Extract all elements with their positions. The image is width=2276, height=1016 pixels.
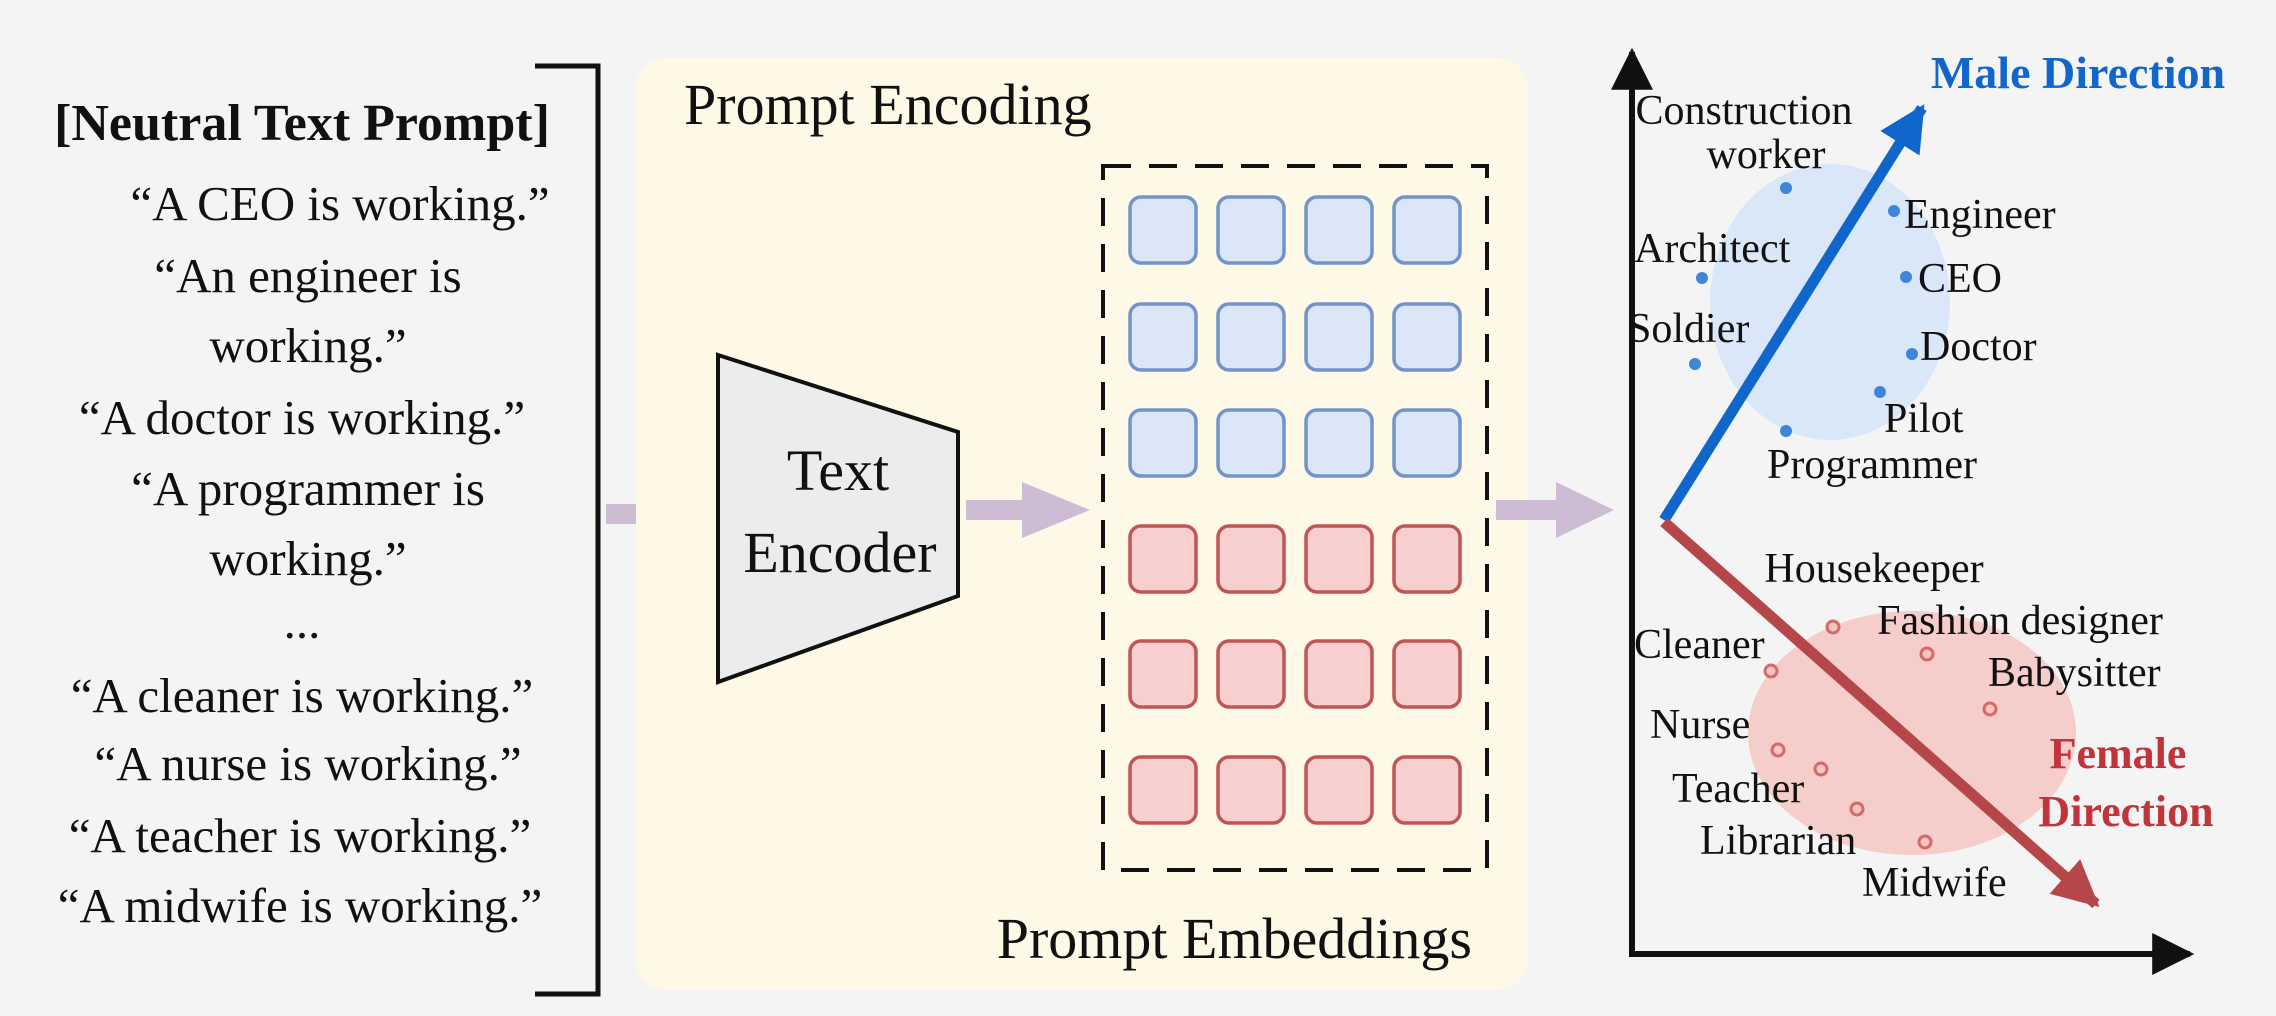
connector-arrow-embeddings-to-space [1496,482,1614,538]
male-direction-label: Male Direction [1931,47,2225,98]
male-embedding-cell [1216,408,1286,478]
point-midwife [1917,834,1933,850]
label-teacher: Teacher [1672,766,1804,812]
female-embedding-cell [1304,524,1374,594]
point-pilot [1874,386,1886,398]
prompt-encoding-title: Prompt Encoding [684,72,1092,137]
prompt-list: [Neutral Text Prompt] “A CEO is working.… [54,95,550,933]
male-embedding-cell [1304,408,1374,478]
female-direction-label-line2: Direction [2038,787,2213,836]
prompt-line-3: working.” [209,318,406,373]
female-embedding-cell [1392,524,1462,594]
prompt-embeddings-label: Prompt Embeddings [997,906,1472,971]
female-points [1763,619,1998,850]
prompt-line-7: “A cleaner is working.” [71,668,534,723]
label-pilot: Pilot [1884,396,1964,442]
label-programmer: Programmer [1767,442,1977,488]
label-ceo: CEO [1918,256,2002,302]
point-cleaner [1763,663,1779,679]
prompt-line-6: working.” [209,531,406,586]
label-housekeeper: Housekeeper [1764,546,1983,592]
point-soldier [1689,358,1701,370]
male-embedding-cell [1216,195,1286,265]
female-embedding-cell [1216,755,1286,825]
female-embedding-cell [1128,524,1198,594]
label-librarian: Librarian [1700,818,1856,864]
male-cluster [1710,164,1950,440]
prompt-line-1: “A CEO is working.” [130,176,549,231]
embedding-grid [1128,195,1462,825]
label-soldier: Soldier [1628,306,1749,352]
female-direction-label-line1: Female [2050,729,2187,778]
label-engineer: Engineer [1904,192,2056,238]
label-babysitter: Babysitter [1988,650,2161,696]
point-housekeeper [1825,619,1841,635]
point-construction-worker [1780,182,1792,194]
male-embedding-cell [1304,195,1374,265]
female-embedding-cell [1392,755,1462,825]
male-labels: Construction worker Engineer Architect C… [1628,88,2056,488]
male-embedding-cell [1392,408,1462,478]
point-teacher [1813,761,1829,777]
prompt-line-2: “An engineer is [154,248,462,303]
female-embedding-cell [1216,524,1286,594]
embeddings-box [1101,164,1489,872]
point-librarian [1849,801,1865,817]
label-doctor: Doctor [1920,324,2037,370]
label-architect: Architect [1634,226,1791,272]
male-direction-arrow [1659,104,1927,523]
male-embedding-cell [1304,302,1374,372]
prompt-line-10: “A midwife is working.” [58,878,542,933]
prompt-line-9: “A teacher is working.” [69,808,532,863]
point-fashion-designer [1919,646,1935,662]
female-embedding-cell [1128,639,1198,709]
male-embedding-cell [1392,302,1462,372]
prompt-list-title: [Neutral Text Prompt] [54,95,550,152]
label-nurse: Nurse [1650,702,1750,748]
prompt-bracket [535,63,601,997]
point-babysitter [1982,701,1998,717]
connector-arrow-encoder-to-embeddings [966,482,1090,538]
label-cleaner: Cleaner [1634,622,1765,668]
point-doctor [1906,348,1918,360]
prompt-line-5: “A programmer is [131,461,485,516]
prompt-line-4: “A doctor is working.” [79,390,525,445]
female-embedding-cell [1304,639,1374,709]
point-programmer [1780,425,1792,437]
male-embedding-cell [1128,302,1198,372]
point-architect [1696,272,1708,284]
male-embedding-cell [1128,195,1198,265]
point-ceo [1900,271,1912,283]
label-construction-line2: worker [1707,132,1826,178]
point-engineer [1888,205,1900,217]
text-encoder-label-line2: Encoder [743,520,936,585]
female-embedding-cell [1128,755,1198,825]
female-embedding-cell [1392,639,1462,709]
prompt-line-ellipsis: ... [284,594,321,649]
prompt-line-8: “A nurse is working.” [94,736,521,791]
female-embedding-cell [1216,639,1286,709]
male-embedding-cell [1128,408,1198,478]
text-encoder-label-line1: Text [787,438,889,503]
point-nurse [1770,742,1786,758]
label-fashion-designer: Fashion designer [1877,598,2163,644]
male-points [1689,182,1918,437]
male-embedding-cell [1216,302,1286,372]
female-direction-arrow [1660,517,2100,909]
female-labels: Housekeeper Fashion designer Cleaner Bab… [1634,546,2163,906]
label-midwife: Midwife [1862,860,2007,906]
female-embedding-cell [1304,755,1374,825]
prompt-encoding-panel [636,58,1528,990]
male-embedding-cell [1392,195,1462,265]
label-construction-line1: Construction [1636,88,1853,134]
text-encoder-block [716,352,960,685]
